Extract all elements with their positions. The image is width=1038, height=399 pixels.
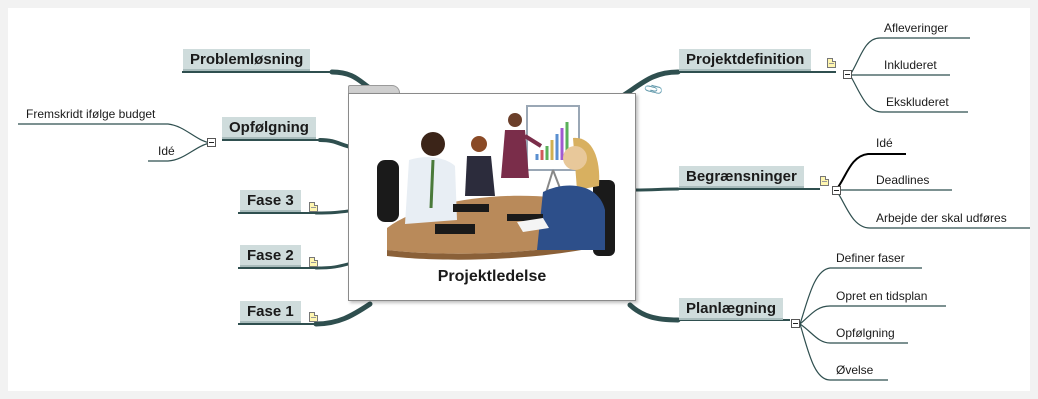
subtopic-fremskridt[interactable]: Fremskridt ifølge budget <box>26 107 156 121</box>
blank-area <box>202 307 232 335</box>
note-icon[interactable] <box>309 312 318 322</box>
topic-label: Begrænsninger <box>686 168 797 185</box>
subtopic-inkluderet[interactable]: Inkluderet <box>884 58 937 72</box>
subtopic-afleveringer[interactable]: Afleveringer <box>884 21 949 35</box>
topic-label: Fase 2 <box>247 247 294 264</box>
subtopic-opfolgning[interactable]: Opfølgning <box>836 326 895 340</box>
topic-fase3[interactable]: Fase 3 <box>240 190 301 212</box>
subtopic-ekskluderet[interactable]: Ekskluderet <box>886 95 949 109</box>
topic-problemlosning[interactable]: Problemløsning <box>183 49 311 71</box>
topic-planlaegning[interactable]: Planlægning <box>679 298 783 320</box>
note-icon[interactable] <box>309 202 318 212</box>
subtopic-ide-right[interactable]: Idé <box>876 136 893 150</box>
subtopic-opret-tidsplan[interactable]: Opret en tidsplan <box>836 289 928 303</box>
subtopic-deadlines[interactable]: Deadlines <box>876 173 930 187</box>
topic-label: Problemløsning <box>190 51 304 68</box>
collapse-button-opfolgning[interactable] <box>207 138 216 147</box>
note-icon[interactable] <box>820 176 829 186</box>
note-icon[interactable] <box>827 58 836 68</box>
branch-fase1 <box>313 301 373 327</box>
business-meeting-illustration <box>377 105 615 260</box>
central-topic-tab <box>348 85 400 95</box>
topic-label: Fase 1 <box>247 303 294 320</box>
collapse-button-planlaegning[interactable] <box>791 319 800 328</box>
topic-label: Projektdefinition <box>686 51 805 68</box>
topic-label: Fase 3 <box>247 192 294 209</box>
collapse-button-begraensninger[interactable] <box>832 186 841 195</box>
topic-opfolgning[interactable]: Opfølgning <box>222 117 316 139</box>
subtopic-ovelse[interactable]: Øvelse <box>836 363 874 377</box>
topic-label: Planlægning <box>686 300 776 317</box>
collapse-button-projektdefinition[interactable] <box>843 70 852 79</box>
subtopic-arbejde[interactable]: Arbejde der skal udføres <box>876 211 1007 225</box>
central-topic[interactable]: Projektledelse <box>348 93 636 301</box>
topic-projektdefinition[interactable]: Projektdefinition <box>679 49 812 71</box>
note-icon[interactable] <box>309 257 318 267</box>
branch-planlaegning <box>627 302 681 323</box>
topic-fase1[interactable]: Fase 1 <box>240 301 301 323</box>
topic-fase2[interactable]: Fase 2 <box>240 245 301 267</box>
topic-label: Opfølgning <box>229 119 309 136</box>
central-topic-label: Projektledelse <box>437 268 547 285</box>
branch-begraensninger <box>632 187 680 192</box>
subtopic-definer-faser[interactable]: Definer faser <box>836 251 905 265</box>
subtopic-ide-left[interactable]: Idé <box>158 144 175 158</box>
topic-begraensninger[interactable]: Begrænsninger <box>679 166 804 188</box>
